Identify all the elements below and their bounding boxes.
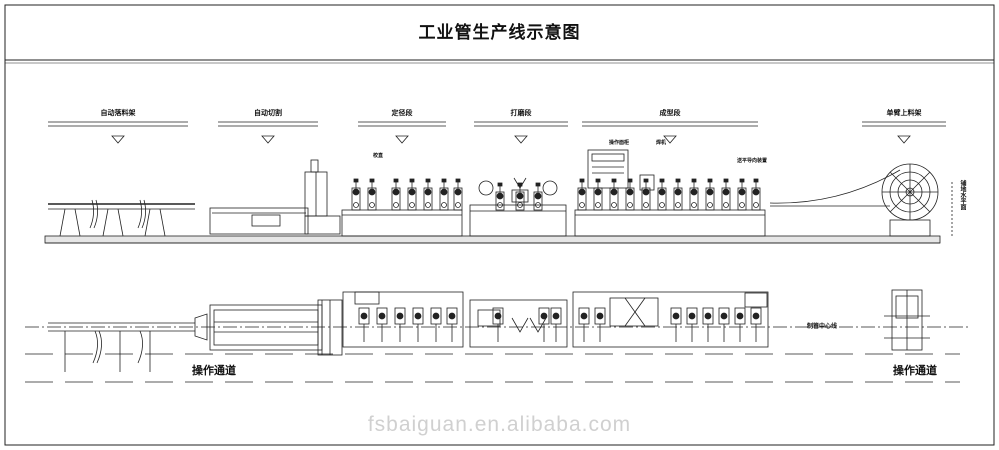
roll-stand-plan xyxy=(492,307,504,342)
label-welding-machine: 焊机 xyxy=(655,140,667,146)
section-label-sizing: 定径段 xyxy=(391,109,413,117)
section-header-grinding-section xyxy=(474,121,568,144)
roll-stand xyxy=(705,178,715,211)
label-strip-guide: 送平导向装置 xyxy=(736,158,768,164)
roll-stand xyxy=(737,178,747,211)
roll-stand-plan xyxy=(578,307,590,342)
sizing-section-elevation xyxy=(341,209,463,237)
down-arrow-icon xyxy=(395,135,409,144)
roll-stand xyxy=(641,178,651,211)
watermark: fsbaiguan.en.alibaba.com xyxy=(367,413,632,436)
sizing-section-plan xyxy=(342,291,464,348)
roll-stand xyxy=(625,178,635,211)
side-label-floor-level: 铺地水平面 xyxy=(959,180,966,210)
roll-stands-elevation xyxy=(351,178,761,211)
label-center-line: 制管中心线 xyxy=(806,323,838,330)
forming-section-plan xyxy=(572,291,769,348)
plan-view xyxy=(25,289,970,383)
roll-stand-plan xyxy=(376,307,388,342)
roll-stand-plan xyxy=(412,307,424,342)
walkway-markings xyxy=(25,353,960,383)
roll-stand xyxy=(391,178,401,211)
roll-stand xyxy=(593,178,603,211)
section-headers xyxy=(48,121,946,144)
operation-passage-left: 操作通道 xyxy=(192,364,236,377)
roll-stand xyxy=(721,178,731,211)
roll-stand xyxy=(423,178,433,211)
roll-stand-plan xyxy=(702,307,714,342)
section-header-auto-cutting xyxy=(218,121,318,144)
section-label-unloading: 自动落料架 xyxy=(100,109,136,117)
page-title: 工业管生产线示意图 xyxy=(418,23,581,43)
section-header-forming-section xyxy=(582,121,758,144)
label-straightener: 校直 xyxy=(372,153,384,159)
roll-stand xyxy=(577,178,587,211)
down-arrow-icon xyxy=(514,135,528,144)
roll-stand xyxy=(439,178,449,211)
section-label-grinding: 打磨段 xyxy=(510,109,532,117)
roll-stand-plan xyxy=(670,307,682,342)
roll-stand-plan xyxy=(446,307,458,342)
strip-feed-line xyxy=(769,169,901,204)
roll-stand-plan xyxy=(750,307,762,342)
unloading-rack-plan xyxy=(48,313,208,372)
roll-stand-plan xyxy=(358,307,370,342)
unloading-rack-elevation xyxy=(48,199,195,237)
floor-band xyxy=(44,235,941,244)
operation-passage-right: 操作通道 xyxy=(893,364,937,377)
roll-stand xyxy=(657,178,667,211)
roll-stand-plan xyxy=(538,307,550,342)
section-label-cutting: 自动切割 xyxy=(254,109,282,117)
elevation-view xyxy=(44,149,953,244)
roll-stand xyxy=(673,178,683,211)
roll-stand xyxy=(453,178,463,211)
roll-stand xyxy=(351,178,361,211)
roll-stand-plan xyxy=(734,307,746,342)
roll-stand xyxy=(533,182,543,211)
roll-stand-plan xyxy=(686,307,698,342)
roll-stand xyxy=(515,182,525,211)
section-label-loading: 单臂上料架 xyxy=(886,109,922,117)
roll-stand xyxy=(495,182,505,211)
label-operation-cabinet: 操作面柜 xyxy=(608,140,630,146)
section-header-single-arm-loading-rack xyxy=(862,121,946,144)
roll-stands-plan xyxy=(358,307,762,342)
roll-stand-plan xyxy=(550,307,562,342)
roll-stand xyxy=(689,178,699,211)
decoiler-plan xyxy=(884,289,930,351)
roll-stand xyxy=(751,178,761,211)
section-header-auto-unloading-rack xyxy=(48,121,188,144)
roll-stand-plan xyxy=(718,307,730,342)
outer-border xyxy=(4,4,995,446)
down-arrow-icon xyxy=(261,135,275,144)
section-label-forming: 成型段 xyxy=(659,109,681,117)
down-arrow-icon xyxy=(111,135,125,144)
roll-stand-plan xyxy=(594,307,606,342)
down-arrow-icon xyxy=(663,135,677,144)
down-arrow-icon xyxy=(897,135,911,144)
section-header-sizing-section xyxy=(358,121,446,144)
cutting-machine-plan xyxy=(209,299,343,356)
roll-stand xyxy=(407,178,417,211)
roll-stand xyxy=(609,178,619,211)
cutting-machine-elevation xyxy=(209,159,341,235)
roll-stand-plan xyxy=(394,307,406,342)
roll-stand-plan xyxy=(430,307,442,342)
roll-stand xyxy=(367,178,377,211)
grinding-section-plan xyxy=(469,299,568,348)
decoiler-elevation xyxy=(881,163,939,237)
